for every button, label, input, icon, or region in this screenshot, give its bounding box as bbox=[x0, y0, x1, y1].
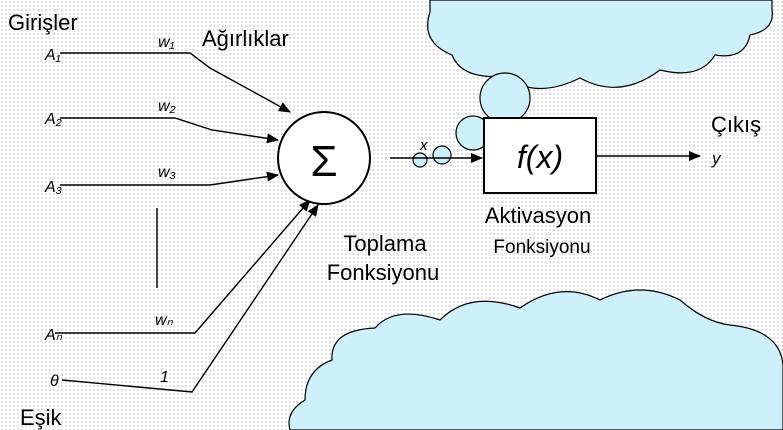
sum-var: x bbox=[419, 137, 428, 154]
input-line-1 bbox=[60, 52, 291, 113]
threshold-title: Eşik bbox=[20, 405, 63, 430]
weight-label-2: w₂ bbox=[158, 98, 176, 115]
output-title: Çıkış bbox=[711, 112, 761, 137]
weight-label-3: w₃ bbox=[158, 164, 176, 181]
bottom-cloud bbox=[288, 289, 783, 430]
summation-node bbox=[277, 111, 371, 205]
summation-label-line2: Fonksiyonu bbox=[327, 260, 440, 285]
activation-symbol: f(x) bbox=[517, 139, 563, 175]
weight-label-1: w₁ bbox=[158, 34, 175, 51]
inputs-title: Girişler bbox=[8, 10, 78, 35]
input-label-n: Aₙ bbox=[44, 327, 63, 344]
input-label-3: A₃ bbox=[44, 179, 62, 196]
sum-symbol: Σ bbox=[310, 137, 337, 186]
thought-bubble-large bbox=[479, 72, 531, 124]
connections bbox=[55, 52, 701, 393]
weights-title: Ağırlıklar bbox=[202, 26, 289, 51]
input-label-threshold: θ bbox=[50, 373, 59, 390]
summation-label-line1: Toplama bbox=[343, 231, 427, 256]
input-label-1: A₁ bbox=[44, 47, 61, 64]
weight-label-n: wₙ bbox=[155, 312, 174, 329]
output-var: y bbox=[711, 149, 722, 168]
input-line-threshold bbox=[61, 204, 319, 393]
input-line-3 bbox=[60, 171, 279, 186]
activation-box bbox=[483, 117, 597, 194]
input-line-2 bbox=[60, 117, 279, 144]
activation-label-line2: Fonksiyonu bbox=[493, 237, 590, 258]
top-cloud bbox=[427, 0, 773, 90]
thought-bubble-small bbox=[432, 145, 452, 165]
activation-label-line1: Aktivasyon bbox=[485, 203, 591, 228]
thought-bubble-tiny bbox=[412, 152, 428, 168]
weight-label-threshold: 1 bbox=[160, 369, 169, 386]
input-line-n bbox=[55, 199, 311, 334]
input-label-2: A₂ bbox=[44, 111, 62, 128]
